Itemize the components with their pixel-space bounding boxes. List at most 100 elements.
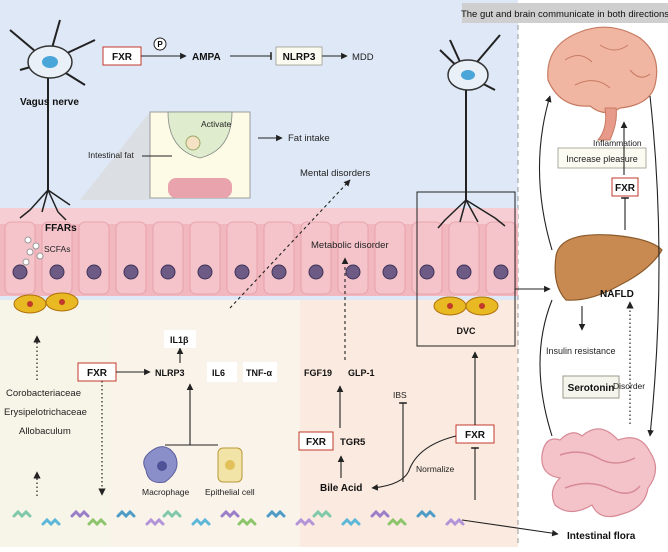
intestinal-flora-label: Intestinal flora xyxy=(567,531,636,542)
bacterium-icon xyxy=(87,517,107,527)
fat-intake-label: Fat intake xyxy=(288,133,330,144)
il6-label: IL6 xyxy=(212,368,225,378)
cell-nucleus xyxy=(493,264,509,280)
bacterium-icon xyxy=(116,509,136,519)
bacterium-icon xyxy=(445,517,465,527)
bacterium-icon xyxy=(341,517,361,527)
cell-nucleus xyxy=(234,264,250,280)
bacterium-icon xyxy=(12,509,32,519)
inset-callout xyxy=(80,112,150,200)
normalize-label: Normalize xyxy=(416,464,455,474)
mental-disorders-label: Mental disorders xyxy=(300,168,370,179)
bacterium-icon xyxy=(70,509,90,519)
fgf19-label: FGF19 xyxy=(304,368,332,378)
bacterium-icon xyxy=(312,509,332,519)
gut-epithelium xyxy=(0,208,518,296)
epithelial-cell xyxy=(411,221,443,295)
mdd-label: MDD xyxy=(352,52,374,63)
tgr5-label: TGR5 xyxy=(340,437,366,448)
bacterium-icon xyxy=(191,517,211,527)
scfas-label: SCFAs xyxy=(44,244,70,254)
bacterium-icon xyxy=(41,517,61,527)
epithelial-cell xyxy=(337,221,369,295)
cell-nucleus xyxy=(160,264,176,280)
svg-text:Serotonin: Serotonin xyxy=(568,383,615,394)
cell-nucleus xyxy=(197,264,213,280)
bacteria-item: Allobaculum xyxy=(19,426,71,437)
svg-text:FXR: FXR xyxy=(615,183,636,194)
nlrp3-label: NLRP3 xyxy=(155,368,185,378)
glp1-label: GLP-1 xyxy=(348,368,375,378)
cell-nucleus xyxy=(12,264,28,280)
cell-nucleus xyxy=(308,264,324,280)
epithelial-cell xyxy=(152,221,184,295)
disorder-label: Disorder xyxy=(613,381,645,391)
cell-nucleus xyxy=(123,264,139,280)
inflammation-label: Inflammation xyxy=(593,138,642,148)
activate-label: Activate xyxy=(201,119,232,129)
fxr-box-liver xyxy=(611,177,639,197)
svg-text:FXR: FXR xyxy=(465,430,486,441)
cell-nucleus xyxy=(345,264,361,280)
vagus-neuron xyxy=(9,19,96,221)
bacterium-icon xyxy=(295,517,315,527)
cell-nucleus xyxy=(49,264,65,280)
epithelial-cell-label: Epithelial cell xyxy=(205,487,255,497)
epithelial-cell xyxy=(263,221,295,295)
cell-nucleus xyxy=(86,264,102,280)
dvc-neuron xyxy=(437,34,506,229)
cell-nucleus xyxy=(419,264,435,280)
bacterium-icon xyxy=(220,509,240,519)
bacterium-icon xyxy=(266,509,286,519)
epithelial-cell xyxy=(115,221,147,295)
svg-text:FXR: FXR xyxy=(87,368,108,379)
epithelial-cell xyxy=(189,221,221,295)
bacteria-item: Corobacteriaceae xyxy=(6,388,81,399)
bile-acid-label: Bile Acid xyxy=(320,483,362,494)
epithelial-cell-icon xyxy=(217,447,243,483)
enteric-neurons xyxy=(13,292,79,314)
cell-nucleus xyxy=(456,264,472,280)
epithelial-cell xyxy=(4,221,36,295)
scfa-dots xyxy=(22,236,44,266)
epithelial-cell xyxy=(226,221,258,295)
cell-nucleus xyxy=(382,264,398,280)
bacterium-icon xyxy=(416,509,436,519)
brain-icon xyxy=(547,26,658,141)
epithelial-cell xyxy=(448,221,480,295)
tnf-label: TNF-α xyxy=(246,368,272,378)
bacterium-icon xyxy=(237,517,257,527)
bacterium-icon xyxy=(162,509,182,519)
ampa-label: AMPA xyxy=(192,52,221,63)
banner xyxy=(462,3,668,23)
cell-nucleus xyxy=(271,264,287,280)
epithelial-cell xyxy=(300,221,332,295)
nafld-label: NAFLD xyxy=(600,289,634,300)
ibs-label: IBS xyxy=(393,390,407,400)
bacteria-item: Erysipelotrichaceae xyxy=(4,407,87,418)
phospho-icon xyxy=(153,37,167,51)
svg-text:FXR: FXR xyxy=(112,52,133,63)
svg-text:NLRP3: NLRP3 xyxy=(283,52,316,63)
ffars-label: FFARs xyxy=(45,223,77,234)
svg-text:P: P xyxy=(157,40,163,49)
insulin-resistance-label: Insulin resistance xyxy=(546,346,616,356)
intestine-icon xyxy=(541,428,657,518)
svg-text:FXR: FXR xyxy=(306,437,327,448)
macrophage-label: Macrophage xyxy=(142,487,190,497)
epithelial-cell xyxy=(485,221,517,295)
liver-icon xyxy=(554,234,663,301)
bacterium-icon xyxy=(145,517,165,527)
bacterium-icon xyxy=(387,517,407,527)
dvc-label: DVC xyxy=(456,326,476,336)
serotonin-box xyxy=(562,375,620,399)
il1b-label: IL1β xyxy=(170,335,189,345)
metabolic-disorder-label: Metabolic disorder xyxy=(311,240,389,251)
banner-text: The gut and brain communicate in both di… xyxy=(461,9,668,20)
dvc-neuron-cells xyxy=(433,296,499,316)
microbiota-strip xyxy=(12,509,465,527)
svg-text:Increase pleasure: Increase pleasure xyxy=(566,154,638,164)
intestinal-fat-label: Intestinal fat xyxy=(88,150,134,160)
